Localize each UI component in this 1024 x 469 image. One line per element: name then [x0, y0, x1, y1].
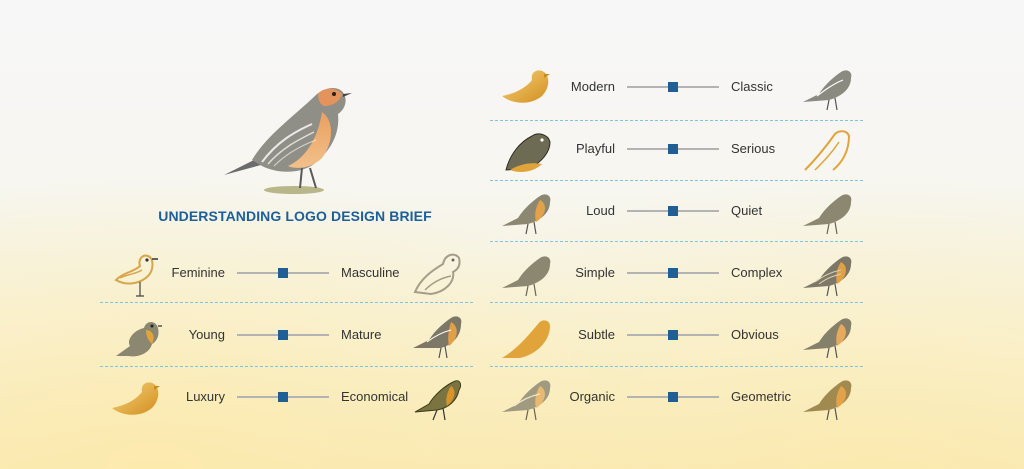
slider-track[interactable] — [627, 82, 719, 92]
slider-knob[interactable] — [278, 268, 288, 278]
outline-bird-feminine-icon — [110, 248, 162, 298]
slider-knob[interactable] — [668, 82, 678, 92]
bird-playful-icon — [500, 124, 552, 174]
label-subtle: Subtle — [578, 327, 615, 342]
scale-row-luxury-economical: Luxury Economical — [100, 366, 473, 428]
slider-track[interactable] — [627, 330, 719, 340]
bird-simple-icon — [500, 248, 552, 298]
label-economical: Economical — [341, 389, 409, 404]
label-organic: Organic — [569, 389, 615, 404]
bird-complex-icon — [801, 248, 853, 298]
label-complex: Complex — [731, 265, 783, 280]
scale-row-simple-complex: Simple Complex — [490, 242, 863, 304]
gold-bird-modern-icon — [500, 62, 552, 112]
slider-knob[interactable] — [668, 392, 678, 402]
outline-bird-masculine-icon — [411, 248, 463, 298]
slider-knob[interactable] — [668, 206, 678, 216]
hero-robin — [222, 80, 362, 198]
slider-knob[interactable] — [668, 330, 678, 340]
bird-geometric-icon — [801, 372, 853, 422]
scale-row-playful-serious: Playful Serious — [490, 118, 863, 180]
bird-classic-icon — [801, 62, 853, 112]
row-divider — [100, 302, 473, 303]
gold-bird-luxury-icon — [110, 372, 162, 422]
robin-illustration-icon — [224, 88, 352, 194]
label-obvious: Obvious — [731, 327, 779, 342]
label-modern: Modern — [570, 79, 615, 94]
row-divider — [490, 120, 863, 121]
scale-row-young-mature: Young Mature — [100, 304, 473, 366]
slider-track[interactable] — [627, 144, 719, 154]
bird-economical-icon — [411, 372, 463, 422]
scale-row-subtle-obvious: Subtle Obvious — [490, 304, 863, 366]
label-mature: Mature — [341, 327, 382, 342]
young-bird-icon — [110, 310, 162, 360]
bird-quiet-icon — [801, 186, 853, 236]
slider-track[interactable] — [237, 392, 329, 402]
bird-subtle-icon — [500, 310, 552, 360]
slider-track[interactable] — [627, 206, 719, 216]
label-simple: Simple — [575, 265, 615, 280]
scale-row-feminine-masculine: Feminine Masculine — [100, 242, 473, 304]
label-young: Young — [188, 327, 225, 342]
slider-track[interactable] — [237, 268, 329, 278]
bird-obvious-icon — [801, 310, 853, 360]
scale-row-loud-quiet: Loud Quiet — [490, 180, 863, 242]
slider-track[interactable] — [627, 392, 719, 402]
row-divider — [100, 366, 473, 367]
row-divider — [490, 180, 863, 181]
bird-organic-icon — [500, 372, 552, 422]
row-divider — [490, 366, 863, 367]
label-geometric: Geometric — [731, 389, 791, 404]
slider-track[interactable] — [627, 268, 719, 278]
label-quiet: Quiet — [731, 203, 763, 218]
label-luxury: Luxury — [185, 389, 225, 404]
row-divider — [490, 241, 863, 242]
slider-knob[interactable] — [668, 144, 678, 154]
label-playful: Playful — [575, 141, 615, 156]
mature-bird-icon — [411, 310, 463, 360]
label-classic: Classic — [731, 79, 773, 94]
scale-row-organic-geometric: Organic Geometric — [490, 366, 863, 428]
label-loud: Loud — [586, 203, 615, 218]
label-feminine: Feminine — [171, 265, 225, 280]
slider-knob[interactable] — [278, 330, 288, 340]
row-divider — [490, 302, 863, 303]
scale-row-modern-classic: Modern Classic — [490, 56, 863, 118]
slider-knob[interactable] — [278, 392, 288, 402]
line-bird-serious-icon — [801, 124, 853, 174]
label-masculine: Masculine — [341, 265, 400, 280]
bird-loud-icon — [500, 186, 552, 236]
slider-track[interactable] — [237, 330, 329, 340]
slider-knob[interactable] — [668, 268, 678, 278]
label-serious: Serious — [731, 141, 776, 156]
page-title: UNDERSTANDING LOGO DESIGN BRIEF — [158, 208, 432, 224]
